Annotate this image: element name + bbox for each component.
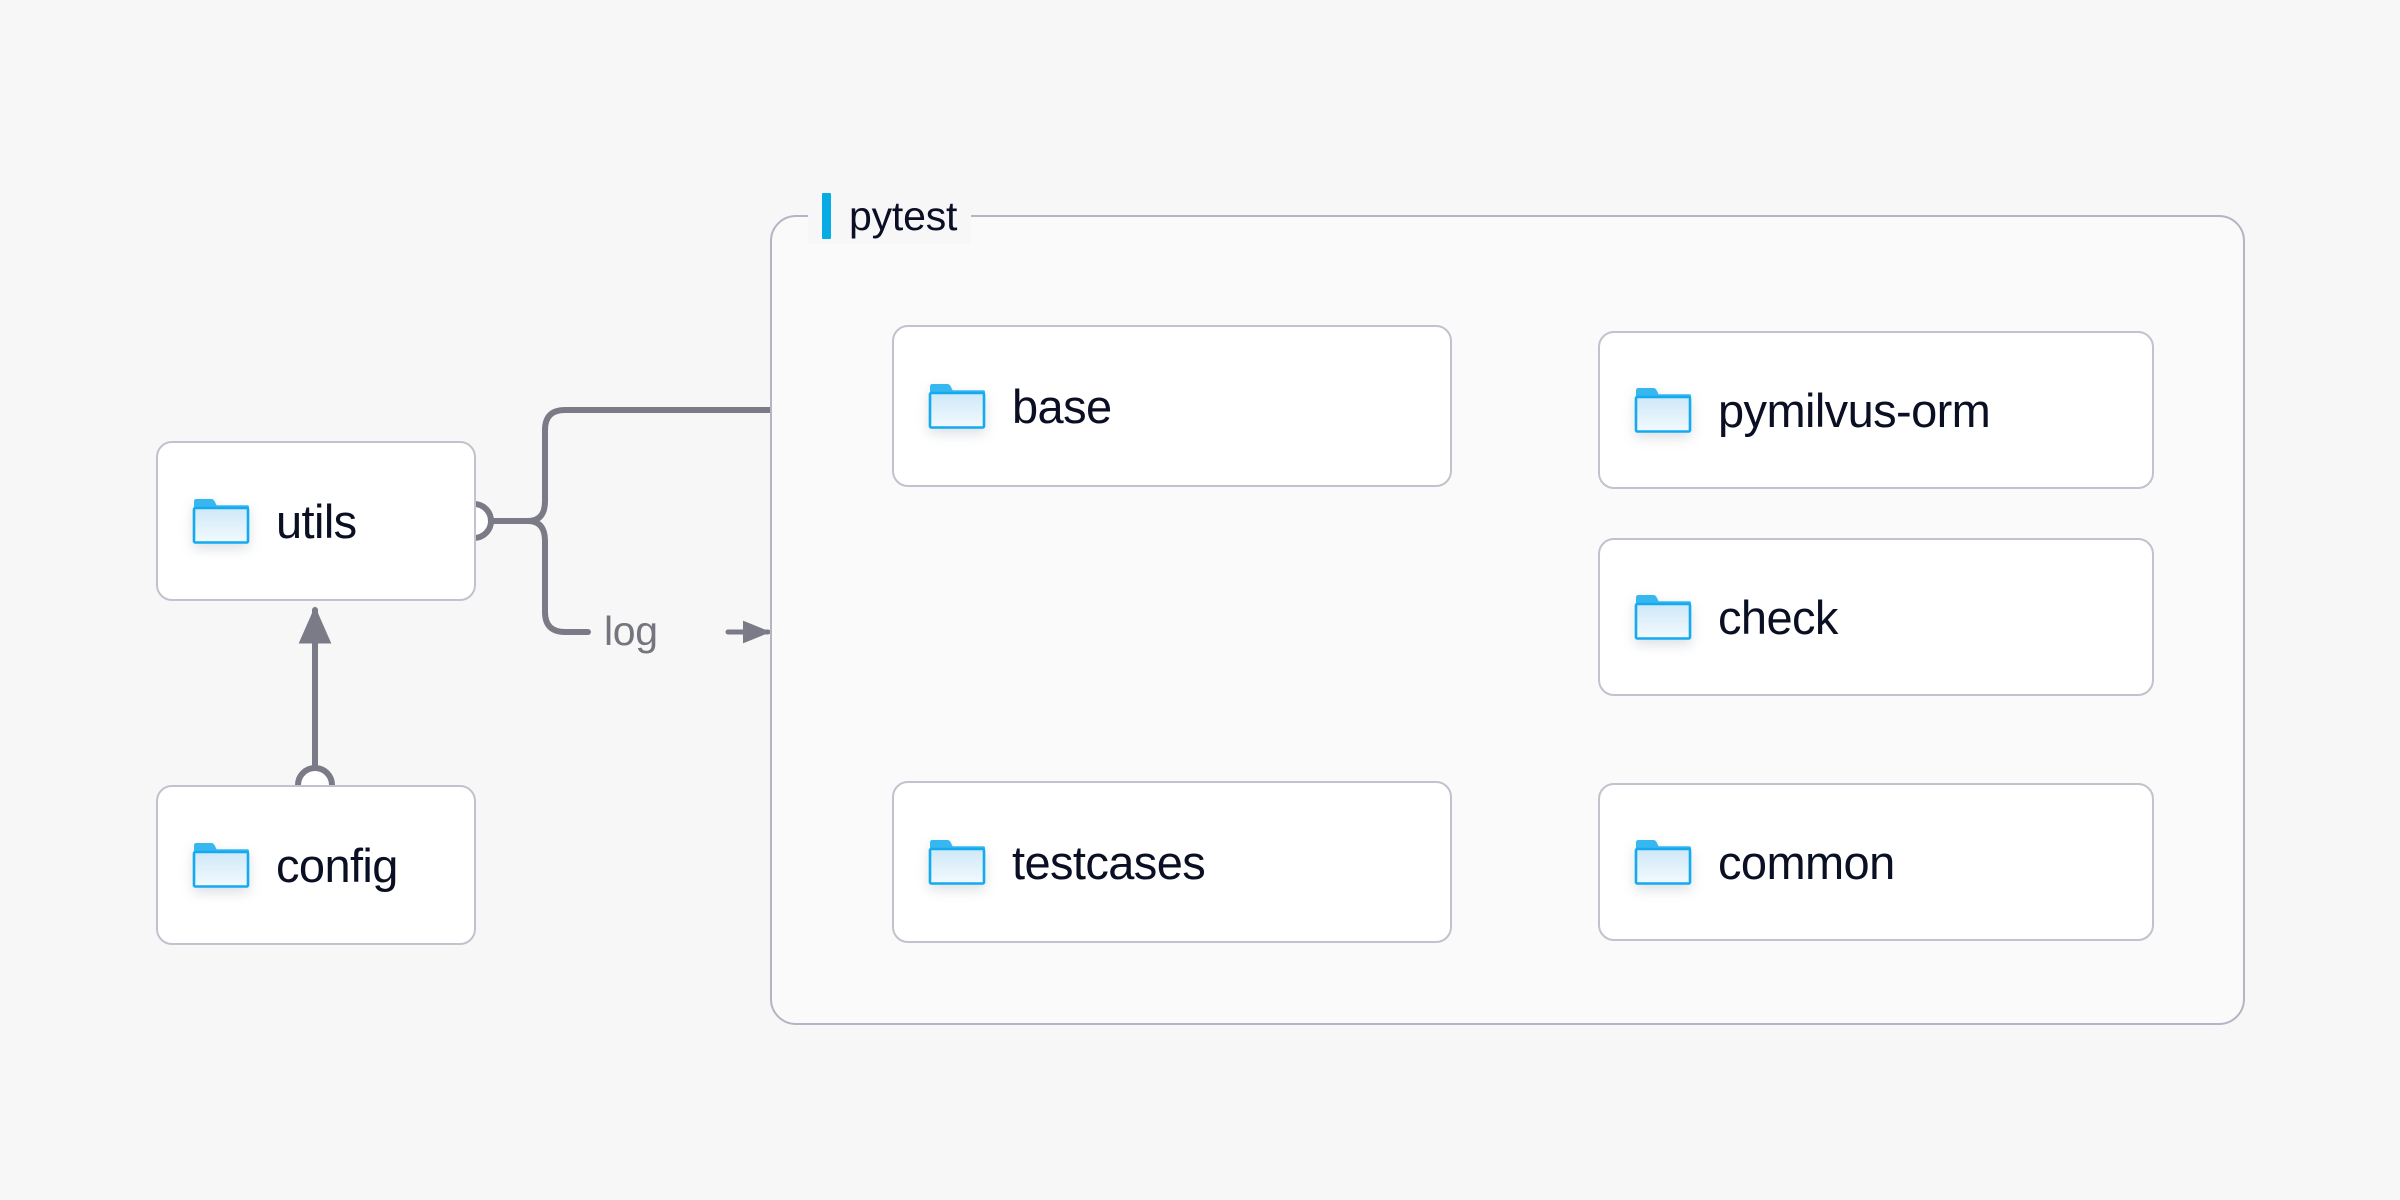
node-label: common <box>1718 835 1895 889</box>
node-label: config <box>276 838 398 892</box>
node-check[interactable]: check <box>1598 538 2154 696</box>
node-label: pymilvus-orm <box>1718 383 1991 437</box>
folder-icon <box>192 841 250 889</box>
node-label: base <box>1012 379 1112 433</box>
node-label: check <box>1718 590 1838 644</box>
folder-icon <box>928 382 986 430</box>
node-testcases[interactable]: testcases <box>892 781 1452 943</box>
group-accent-bar-icon <box>822 193 831 239</box>
folder-icon <box>928 838 986 886</box>
pytest-group-label: pytest <box>808 188 972 244</box>
node-label: utils <box>276 494 357 548</box>
folder-icon <box>1634 386 1692 434</box>
node-pymilvus-orm[interactable]: pymilvus-orm <box>1598 331 2154 489</box>
folder-icon <box>1634 838 1692 886</box>
node-utils[interactable]: utils <box>156 441 476 601</box>
edge-utils-to-log <box>525 518 591 635</box>
node-config[interactable]: config <box>156 785 476 945</box>
edge-label-log: log <box>604 608 658 654</box>
node-label: testcases <box>1012 835 1206 889</box>
node-common[interactable]: common <box>1598 783 2154 941</box>
group-title: pytest <box>849 192 958 239</box>
node-base[interactable]: base <box>892 325 1452 487</box>
folder-icon <box>1634 593 1692 641</box>
folder-icon <box>192 497 250 545</box>
